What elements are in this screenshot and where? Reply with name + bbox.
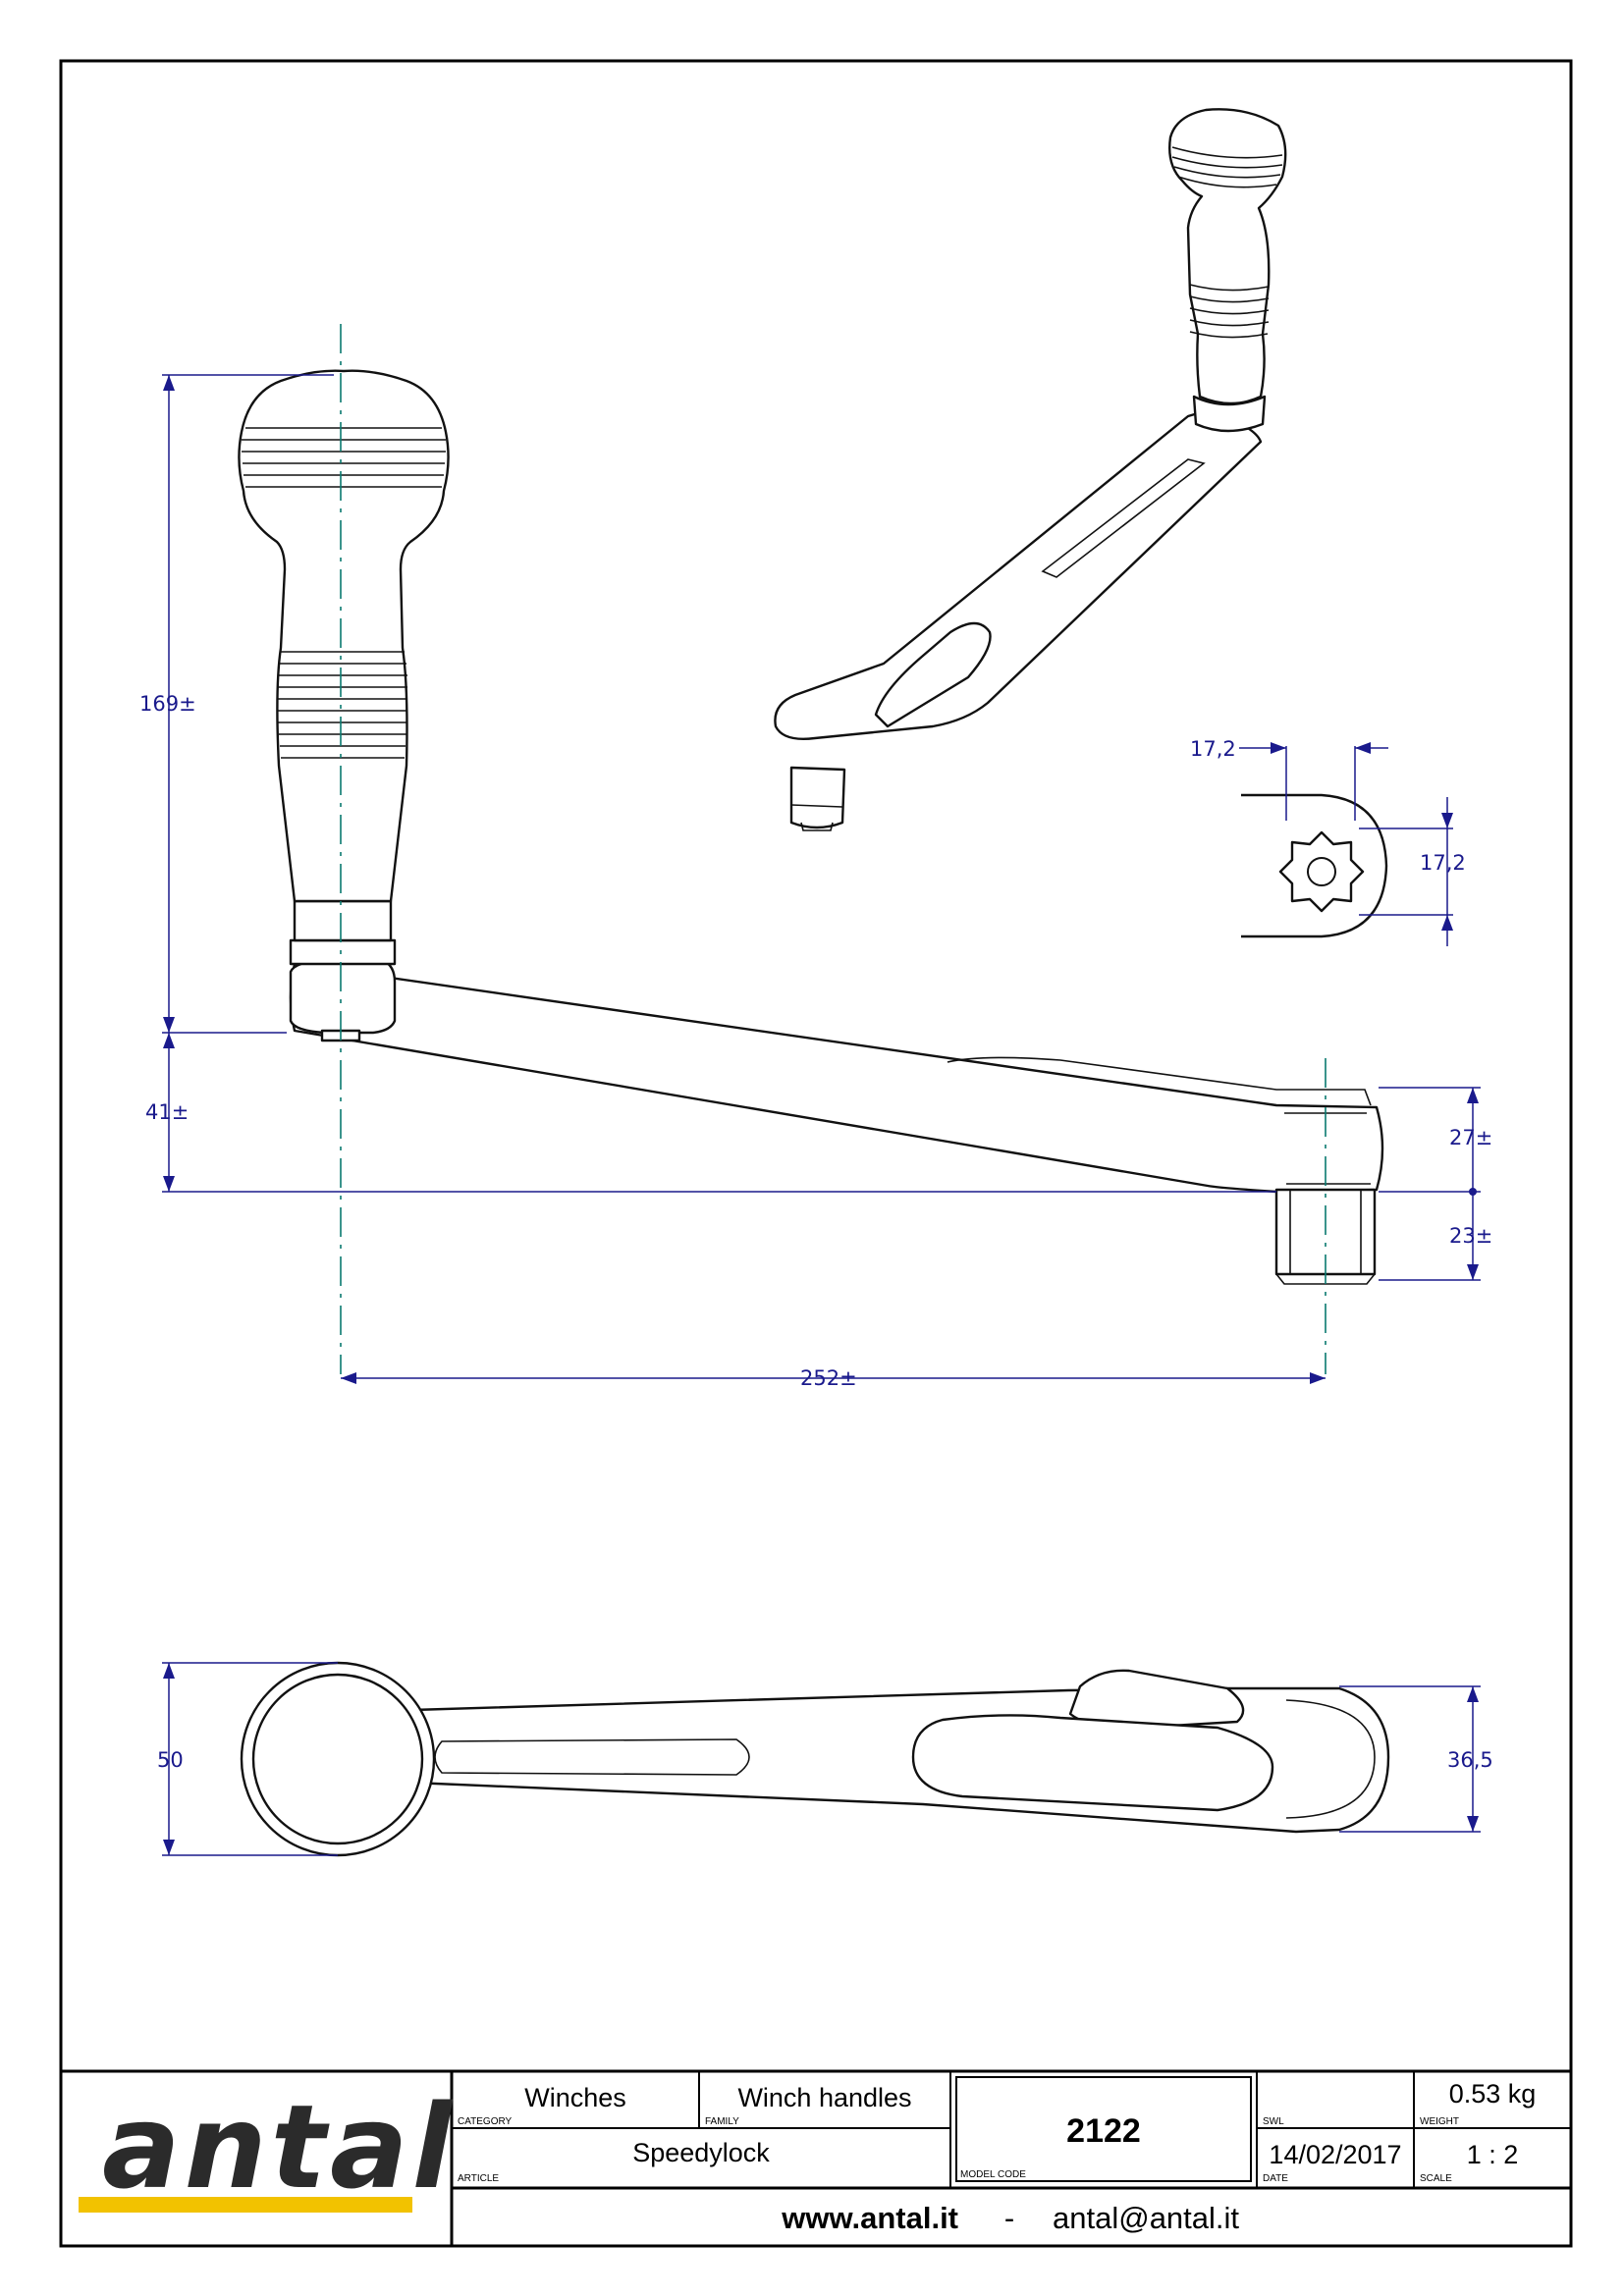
- scale-label: SCALE: [1420, 2173, 1452, 2184]
- model-code-label: MODEL CODE: [960, 2169, 1026, 2180]
- top-knob-inner: [251, 1673, 424, 1845]
- iso-socket: [789, 766, 846, 829]
- website-link[interactable]: www.antal.it: [781, 2201, 958, 2235]
- weight-value: 0.53 kg: [1449, 2079, 1537, 2109]
- front-arm-top-edge: [947, 1056, 1372, 1106]
- antal-logo: antal: [102, 2079, 456, 2215]
- article-value: Speedylock: [632, 2138, 770, 2167]
- front-ferrule: [289, 938, 397, 966]
- iso-arm-slot: [1041, 458, 1206, 578]
- dim-lower-height: 41±: [145, 1100, 189, 1124]
- front-grip-ribs: [278, 651, 407, 759]
- front-view: [238, 324, 1384, 1374]
- iso-grip-ribs: [1189, 284, 1270, 339]
- iso-arm: [774, 408, 1263, 740]
- weight-label: WEIGHT: [1420, 2116, 1459, 2127]
- dim-star-height: 17,2: [1420, 851, 1466, 875]
- category-value: Winches: [524, 2083, 626, 2112]
- front-arm: [289, 962, 1384, 1194]
- swl-label: SWL: [1263, 2116, 1284, 2127]
- iso-arm-lever: [874, 621, 992, 728]
- dim-socket-lower: 23±: [1449, 1224, 1492, 1248]
- front-handle-grip: [238, 369, 450, 903]
- family-label: FAMILY: [705, 2116, 739, 2127]
- family-value: Winch handles: [737, 2083, 911, 2112]
- contact-separator: -: [1004, 2201, 1014, 2235]
- socket-detail: [1239, 742, 1453, 946]
- front-knob-ribs: [242, 427, 446, 488]
- top-dimensions: [162, 1662, 1481, 1856]
- scale-value: 1 : 2: [1467, 2140, 1519, 2169]
- model-code-value: 2122: [1066, 2112, 1141, 2150]
- drawing-border: [59, 59, 1573, 2248]
- isometric-view: [774, 108, 1287, 831]
- date-label: DATE: [1263, 2173, 1288, 2184]
- article-label: ARTICLE: [458, 2173, 499, 2184]
- dim-arm-length: 252±: [800, 1366, 857, 1390]
- front-dimensions: [162, 374, 1481, 1384]
- top-view: [240, 1661, 1390, 1857]
- top-grip-pad: [911, 1714, 1274, 1812]
- iso-handle-collar: [1192, 395, 1267, 433]
- email-link[interactable]: antal@antal.it: [1053, 2201, 1239, 2235]
- iso-socket-hex: [790, 804, 843, 831]
- dim-handle-height: 169±: [139, 692, 196, 716]
- top-arm-slot: [434, 1738, 750, 1776]
- category-label: CATEGORY: [458, 2116, 513, 2127]
- dim-top-socket-width: 36,5: [1447, 1748, 1493, 1772]
- date-value: 14/02/2017: [1269, 2140, 1401, 2169]
- iso-handle-grip: [1168, 108, 1287, 405]
- title-block: [61, 2069, 1571, 2246]
- dim-star-width: 17,2: [1190, 737, 1236, 761]
- front-collar: [289, 958, 397, 1035]
- dim-socket-upper: 27±: [1449, 1126, 1492, 1149]
- dim-top-width: 50: [157, 1748, 184, 1772]
- logo-stripe: [79, 2197, 412, 2213]
- iso-knob-ribs: [1171, 146, 1283, 188]
- top-socket-ring: [1285, 1699, 1376, 1819]
- front-ferrule-upper: [293, 899, 393, 942]
